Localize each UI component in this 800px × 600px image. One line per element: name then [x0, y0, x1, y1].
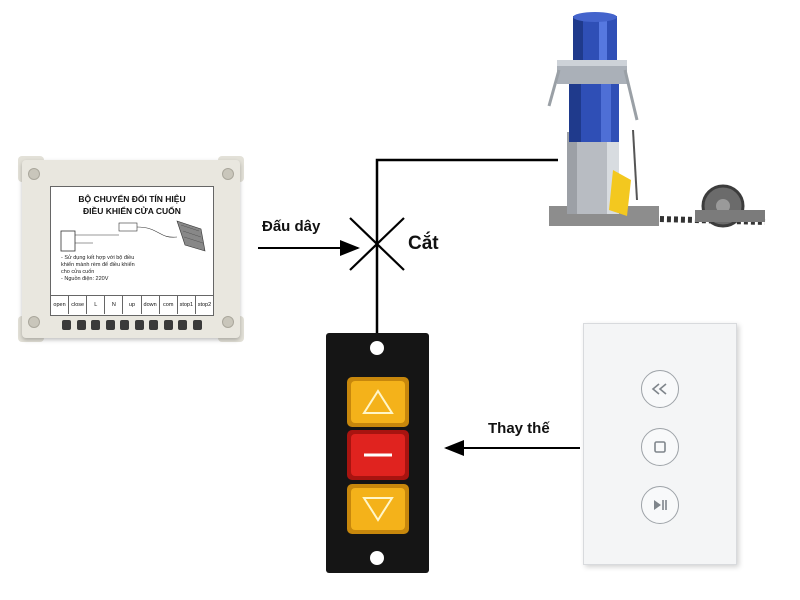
terminal-label: com [160, 296, 178, 314]
mount-hole [28, 316, 40, 328]
down-button[interactable] [347, 484, 409, 534]
terminal-label: open [51, 296, 69, 314]
terminal-label: N [105, 296, 123, 314]
screw-hole [370, 551, 384, 565]
mount-hole [222, 316, 234, 328]
module-title-line2: ĐIỀU KHIỂN CỬA CUỐN [51, 206, 213, 216]
wiring-schematic-icon [59, 219, 209, 253]
screw-hole [370, 341, 384, 355]
triangle-down-icon [361, 495, 395, 523]
dash-icon [361, 441, 395, 469]
module-note-3: cho cửa cuốn [61, 269, 94, 276]
wiring-label: Đấu dây [262, 218, 320, 235]
triangle-up-icon [361, 388, 395, 416]
roller-door-motor-image [545, 10, 785, 238]
module-title-line1: BỘ CHUYỂN ĐỔI TÍN HIỆU [51, 194, 213, 204]
module-note-2: khiển mành rèm để điều khiển [61, 262, 135, 269]
wall-switch-three-button [326, 333, 429, 573]
up-button[interactable] [347, 377, 409, 427]
terminal-label: close [69, 296, 87, 314]
module-note-4: - Nguồn điện: 220V [61, 276, 108, 283]
cut-label: Cắt [408, 233, 439, 255]
signal-converter-module: BỘ CHUYỂN ĐỔI TÍN HIỆU ĐIỀU KHIỂN CỬA CU… [22, 160, 240, 342]
double-chevron-icon [651, 382, 669, 396]
terminal-label: stop1 [178, 296, 196, 314]
mount-hole [28, 168, 40, 180]
terminal-labels: open close L N up down com stop1 stop2 [51, 295, 213, 314]
touch-down-button[interactable] [641, 486, 679, 524]
touch-curtain-switch [583, 323, 737, 565]
terminal-label: stop2 [196, 296, 213, 314]
module-note-1: - Sử dụng kết hợp với bộ điều [61, 255, 134, 262]
stop-button[interactable] [347, 430, 409, 480]
module-label: BỘ CHUYỂN ĐỔI TÍN HIỆU ĐIỀU KHIỂN CỬA CU… [50, 186, 214, 316]
terminal-block [62, 320, 202, 334]
mount-hole [222, 168, 234, 180]
motor-wire [377, 160, 558, 345]
terminal-label: up [123, 296, 141, 314]
terminal-label: L [87, 296, 105, 314]
touch-stop-button[interactable] [641, 428, 679, 466]
touch-up-button[interactable] [641, 370, 679, 408]
replace-label: Thay thế [488, 420, 550, 437]
play-pause-icon [652, 498, 668, 512]
terminal-label: down [142, 296, 160, 314]
square-icon [653, 440, 667, 454]
